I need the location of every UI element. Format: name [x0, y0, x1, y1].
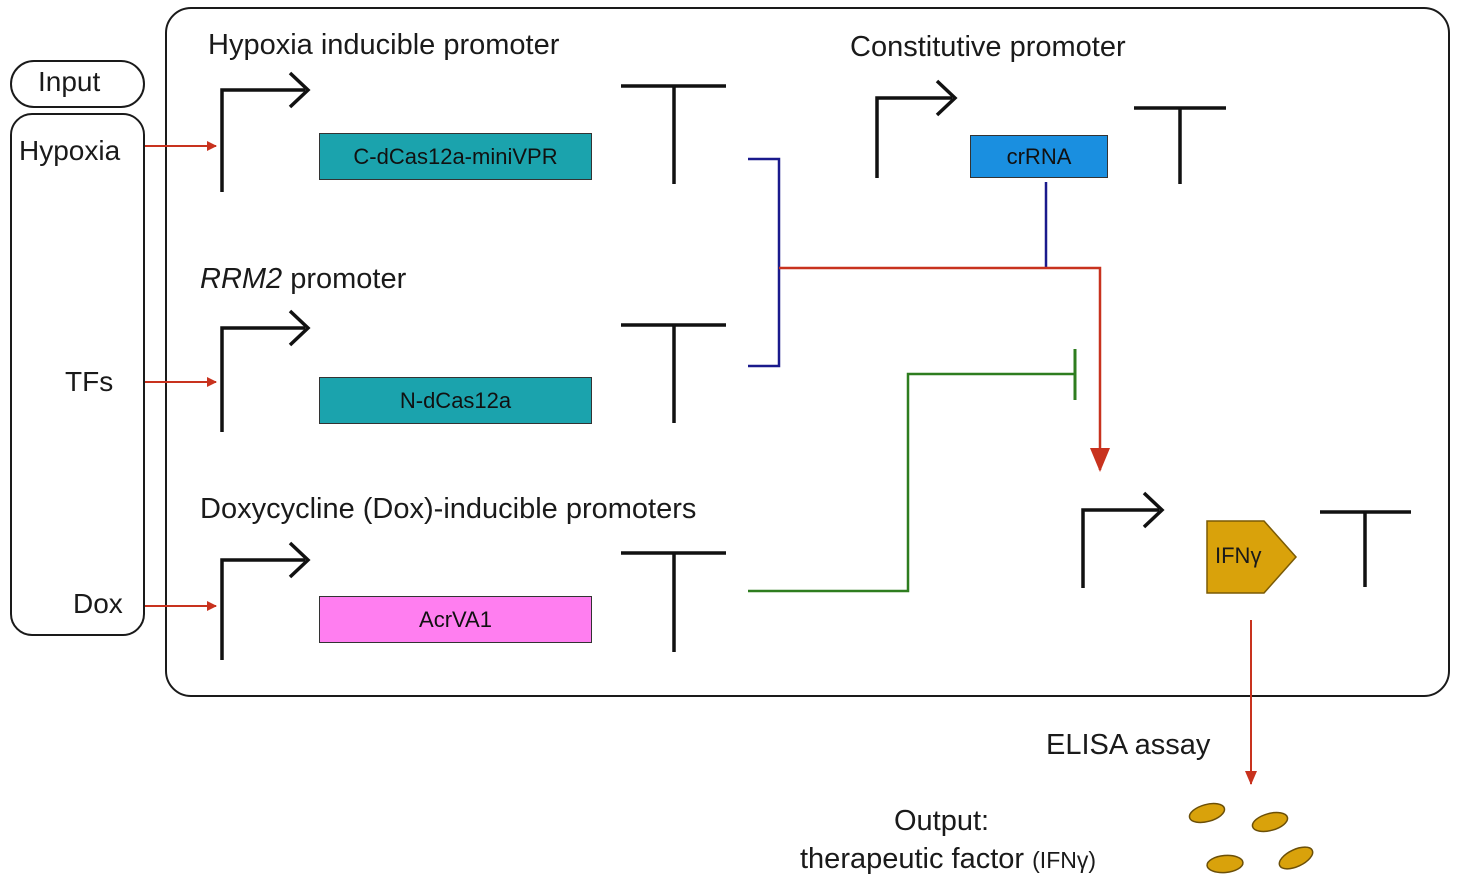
gene-label-n-dcas12a: N-dCas12a [399, 387, 512, 413]
output-factor-text: therapeutic factor [800, 843, 1033, 875]
output-factor-name: (IFNγ) [1032, 847, 1097, 873]
input-dox-label: Dox [73, 588, 123, 619]
gene-box-c-dcas12a: C-dCas12a-miniVPR [319, 133, 592, 180]
promoter-icon-ifng [1081, 491, 1165, 588]
hypoxia-promoter-title: Hypoxia inducible promoter [208, 29, 560, 61]
rrm2-gene-name: RRM2 [200, 263, 283, 295]
terminator-icon-2 [621, 323, 726, 423]
terminator-icon-crrna [1134, 106, 1226, 184]
terminator-icon-ifng [1320, 510, 1411, 587]
rrm2-promoter-suffix: promoter [282, 263, 407, 295]
terminator-icon-1 [621, 84, 726, 184]
input-column-box [10, 113, 145, 636]
promoter-icon-rrm2 [220, 309, 311, 432]
promoter-icon-dox [220, 541, 311, 660]
promoter-icon-hypoxia [220, 71, 311, 192]
elisa-label: ELISA assay [1046, 729, 1211, 761]
terminator-icon-3 [621, 551, 726, 652]
input-tfs-label: TFs [65, 366, 114, 397]
protein-icon-2 [1251, 811, 1289, 833]
gene-box-n-dcas12a: N-dCas12a [319, 377, 592, 424]
constitutive-promoter-title: Constitutive promoter [850, 31, 1126, 63]
protein-icon-3 [1206, 854, 1244, 874]
gene-label-crrna: crRNA [1006, 143, 1072, 169]
promoter-icon-constitutive [875, 79, 958, 178]
gene-box-acrva1: AcrVA1 [319, 596, 592, 643]
inhibition-line [748, 372, 1074, 593]
activation-arrow [779, 266, 1110, 472]
input-hypoxia-label: Hypoxia [19, 135, 121, 166]
ifng-gene-shape [1206, 520, 1298, 594]
output-title: Output: [894, 805, 990, 837]
gene-label-c-dcas12a: C-dCas12a-miniVPR [353, 143, 558, 169]
dox-promoter-title: Doxycycline (Dox)-inducible promoters [200, 493, 697, 525]
output-description: therapeutic factor (IFNγ) [800, 845, 1096, 874]
rrm2-promoter-title: RRM2 promoter [200, 265, 406, 294]
circuit-frame [165, 7, 1450, 697]
gene-label-acrva1: AcrVA1 [419, 606, 492, 632]
input-header-pill [10, 60, 145, 108]
protein-icon-4 [1278, 846, 1314, 870]
protein-icon-1 [1188, 802, 1226, 824]
input-label: Input [38, 66, 101, 97]
gene-box-crrna: crRNA [970, 135, 1108, 178]
gene-label-ifng: IFNγ [1215, 543, 1262, 568]
dimerization-bracket [748, 157, 781, 368]
